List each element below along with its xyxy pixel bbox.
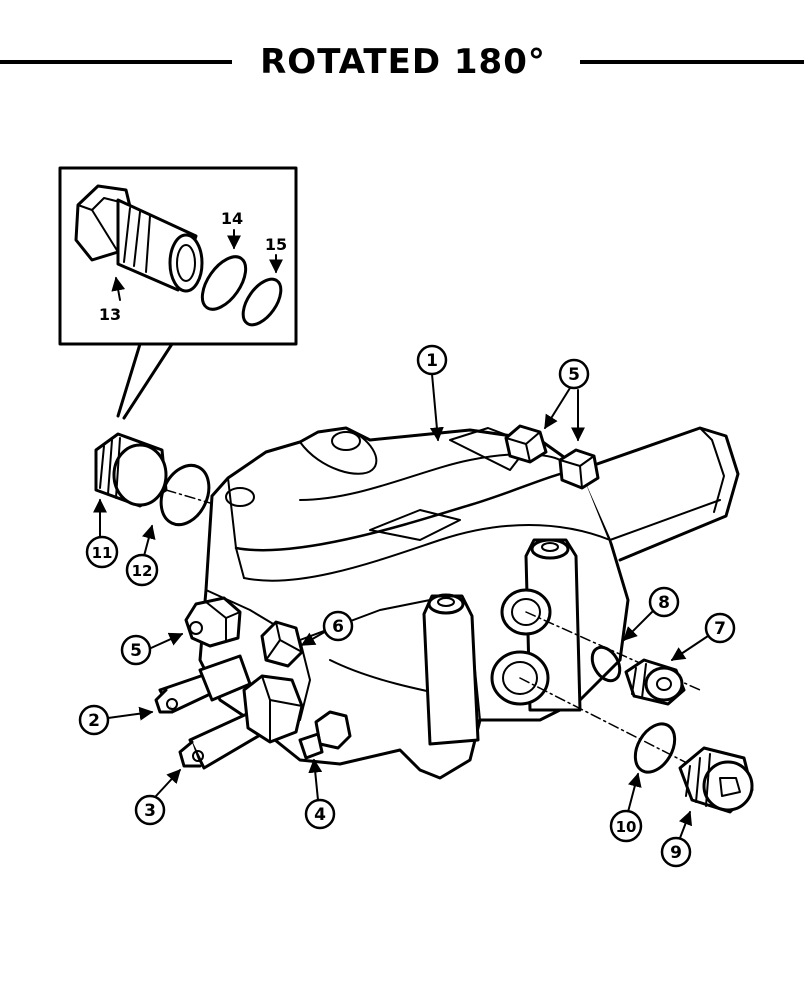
o-ring-8 (590, 645, 622, 683)
plug-7 (624, 658, 686, 706)
title-bar: ROTATED 180° (0, 38, 804, 86)
callout-circle-10 (609, 809, 643, 843)
spool-3 (178, 674, 304, 770)
plug-9 (678, 746, 754, 814)
callout-label-13: 13 (99, 305, 121, 324)
callout-circle-5-left (120, 634, 152, 666)
spool-2 (154, 654, 252, 714)
callout-label-2: 2 (88, 711, 100, 731)
callout-label-14: 14 (221, 209, 243, 228)
callout-label-10: 10 (616, 818, 637, 836)
plug-6 (260, 620, 304, 668)
o-ring-12 (159, 463, 211, 527)
callout-circle-5-top (558, 358, 590, 390)
plug-11 (94, 432, 168, 508)
boss-front (422, 593, 480, 746)
relief-nut-5-top-b (558, 448, 600, 490)
relief-nut-5-left (184, 596, 242, 648)
callout-circle-9 (660, 836, 692, 868)
callout-circle-11 (85, 535, 119, 569)
callout-circle-3 (134, 794, 166, 826)
title-rule-right (580, 60, 804, 64)
callout-label-6: 6 (332, 617, 344, 637)
callout-label-5-top: 5 (568, 365, 580, 385)
callout-circle-8 (648, 586, 680, 618)
o-ring-14 (200, 255, 248, 311)
o-ring-15 (241, 277, 283, 327)
fitting-4 (298, 710, 352, 760)
callout-label-7: 7 (714, 619, 726, 639)
o-ring-10 (633, 722, 677, 774)
callout-label-8: 8 (658, 593, 670, 613)
callout-circle-12 (125, 553, 159, 587)
callout-label-5-left: 5 (130, 641, 142, 661)
callout-label-11: 11 (92, 544, 113, 562)
inset-detail-box (58, 166, 298, 420)
callout-label-4: 4 (314, 805, 326, 825)
callout-circle-6 (322, 610, 354, 642)
fitting-13 (74, 184, 204, 293)
callout-label-1: 1 (426, 351, 438, 371)
callout-circle-7 (704, 612, 736, 644)
callout-label-15: 15 (265, 235, 287, 254)
callout-label-9: 9 (670, 843, 682, 863)
callout-label-3: 3 (144, 801, 156, 821)
title-rule-left (0, 60, 232, 64)
page-title: ROTATED 180° (260, 42, 546, 82)
spool-housing (578, 426, 740, 562)
callout-circle-4 (304, 798, 336, 830)
callout-circle-2 (78, 704, 110, 736)
callout-circle-1 (416, 344, 448, 376)
relief-nut-5-top-a (504, 424, 548, 464)
callout-label-12: 12 (132, 562, 153, 580)
